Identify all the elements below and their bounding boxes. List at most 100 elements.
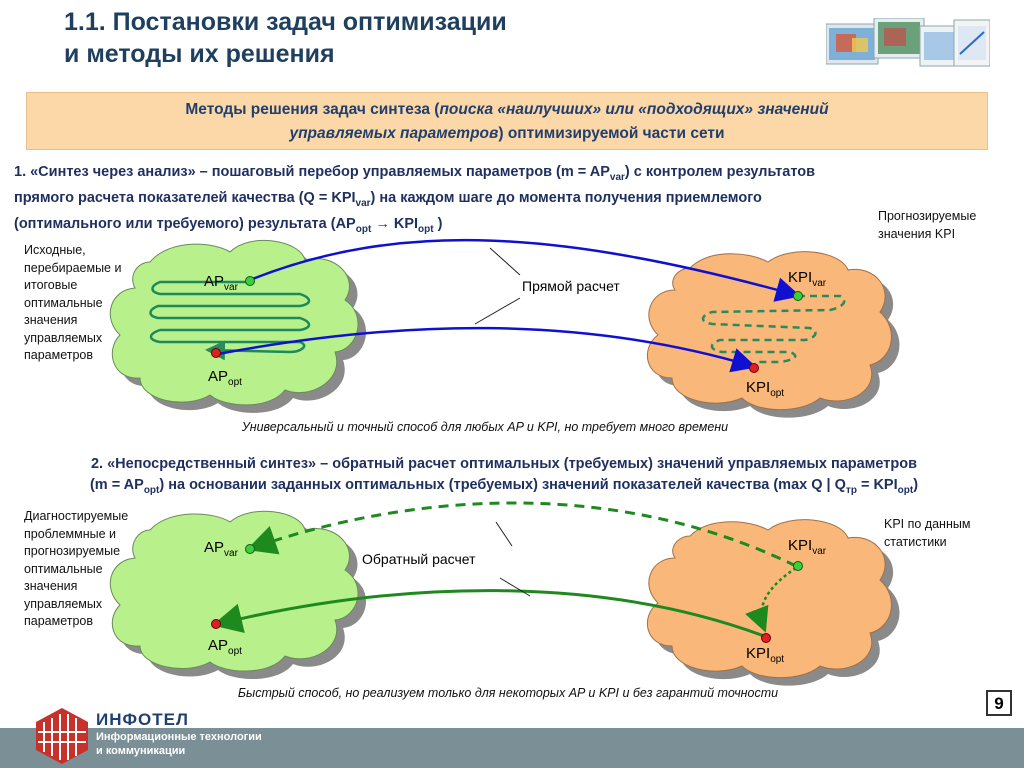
d1-left-note-line: оптимальные: [24, 295, 103, 310]
kpi-var-point: [793, 291, 803, 301]
diagram-1-caption: Универсальный и точный способ для любых …: [241, 420, 729, 434]
d1-right-note-line: Прогнозируемые: [878, 209, 977, 223]
title-line-2: и методы их решения: [64, 40, 335, 68]
direct-calc-arrow-var: [249, 238, 801, 302]
d2-right-note-line: статистики: [884, 534, 947, 549]
banner-pre: Методы решения задач синтеза (: [185, 101, 440, 118]
section-1-line-2: прямого расчета показателей качества (Q …: [14, 188, 1004, 214]
s1-l2-sub: var: [355, 197, 371, 209]
ap-opt-label: APopt: [208, 368, 242, 388]
banner-line-2: управляемых параметров) оптимизируемой ч…: [27, 122, 987, 146]
d1-left-note-line: перебираемые и: [24, 260, 122, 275]
s1-l3a: (оптимального или требуемого) результата…: [14, 215, 356, 232]
ap-var-label: APvar: [204, 273, 239, 293]
s2-l2-sub2: тр: [845, 484, 857, 496]
d1-left-note-line: параметров: [24, 348, 94, 362]
d1-left-note-line: итоговые: [24, 278, 78, 292]
diagram-1-left-note: Исходные, перебираемые и итоговые оптима…: [24, 242, 121, 365]
banner-italic-1: поиска «наилучших» или «подходящих» знач…: [439, 101, 829, 118]
s1-l3-sub: opt: [355, 223, 372, 235]
reverse-calc-callout: Обратный расчет: [362, 551, 476, 567]
section-2-text: 2. «Непосредственный синтез» – обратный …: [14, 454, 994, 501]
s1-l1b: ) с контролем результатов: [624, 164, 815, 180]
kpi-var-point: [793, 561, 803, 571]
section-2-line-1: 2. «Непосредственный синтез» – обратный …: [90, 456, 918, 472]
reverse-calc-arrow: [212, 589, 765, 638]
s1-l1-sub: var: [609, 171, 625, 183]
d2-left-note-line: управляемых: [24, 596, 103, 611]
s2-l2e: ): [913, 477, 919, 493]
methods-banner: Методы решения задач синтеза (поиска «на…: [26, 92, 988, 150]
d2-right-note-line: KPI по данным: [884, 517, 971, 531]
d2-left-note-line: оптимальные: [24, 561, 103, 576]
s2-l2c: Q: [834, 477, 846, 493]
section-1-text: 1. «Синтез через анализ» – пошаговый пер…: [14, 162, 1004, 240]
section-1-line-3: (оптимального или требуемого) результата…: [14, 214, 1004, 240]
company-tagline-2: и коммуникации: [96, 745, 186, 757]
ap-opt-point: [211, 348, 221, 358]
d1-left-note-line: значения: [24, 313, 78, 327]
company-tagline-1: Информационные технологии: [96, 731, 262, 743]
ap-opt-label: APopt: [208, 637, 242, 657]
s1-l3-sub2: opt: [418, 223, 434, 235]
kpi-opt-point: [761, 633, 771, 643]
d2-left-note-line: значения: [24, 579, 78, 593]
diagram-1-right-note: Прогнозируемые значения KPI: [878, 208, 976, 243]
callout-line: [474, 297, 521, 325]
kpi-opt-label: KPIopt: [746, 379, 784, 399]
green-cloud: [109, 510, 367, 680]
d2-left-note-line: Диагностируемые: [24, 509, 129, 523]
diagram-2-caption: Быстрый способ, но реализуем только для …: [237, 686, 779, 700]
ap-var-point: [245, 544, 255, 554]
direct-calc-arrow-opt: [217, 326, 757, 373]
s2-l2a: (m = AP: [89, 477, 144, 493]
s2-l2-sub: opt: [143, 484, 160, 496]
s1-l3c: ): [437, 215, 443, 232]
company-name: ИНФОТЕЛ: [96, 710, 189, 729]
d1-left-note-line: Исходные,: [24, 243, 86, 257]
d2-left-note-line: прогнозируемые: [24, 544, 121, 558]
orange-cloud: [647, 519, 900, 686]
diagram-1-synthesis-via-analysis: APvar APopt KPIvar KPIopt Прямой расчет: [109, 238, 900, 418]
title-line-1: 1.1. Постановки задач оптимизации: [64, 8, 507, 36]
d2-left-note-line: проблеммные и: [24, 526, 116, 541]
s1-l3b: KPI: [393, 215, 419, 232]
s1-l2b: ) на каждом шаге до момента получения пр…: [370, 189, 762, 206]
forecast-path-dashed: [701, 294, 846, 364]
d1-left-note-line: управляемых: [24, 330, 103, 345]
kpi-dotted-arrow: [745, 566, 797, 633]
slide-title: 1.1. Постановки задач оптимизации и мето…: [64, 6, 507, 70]
s2-l2b: ) на основании заданных оптимальных (тре…: [159, 477, 823, 493]
right-arrow-icon: →: [375, 215, 390, 232]
s2-l2d: = KPI: [856, 477, 898, 493]
banner-line-1: Методы решения задач синтеза (поиска «на…: [27, 98, 987, 122]
kpi-opt-point: [749, 363, 759, 373]
s1-l1a: 1. «Синтез через анализ» – пошаговый пер…: [14, 164, 610, 180]
d1-right-note-line: значения KPI: [878, 226, 956, 241]
screenshots-collage-image: [826, 18, 990, 67]
footer-bar: [0, 728, 1024, 768]
section-1-line-1: 1. «Синтез через анализ» – пошаговый пер…: [14, 162, 1004, 188]
search-path-line: [149, 280, 311, 361]
ap-var-label: APvar: [204, 539, 239, 559]
s2-l2-sub3: opt: [897, 484, 914, 496]
ap-opt-point: [211, 619, 221, 629]
callout-line: [499, 577, 531, 597]
s2-sep: |: [826, 477, 831, 493]
page-number: 9: [986, 690, 1012, 716]
diagram-2-left-note: Диагностируемые проблеммные и прогнозиру…: [24, 508, 128, 631]
banner-italic-2: управляемых параметров: [289, 125, 499, 142]
kpi-var-label: KPIvar: [788, 269, 827, 289]
callout-line: [489, 247, 521, 276]
kpi-opt-label: KPIopt: [746, 645, 784, 665]
kpi-var-label: KPIvar: [788, 537, 827, 557]
ap-var-point: [245, 276, 255, 286]
reverse-calc-dashed-arrow: [246, 501, 797, 568]
diagram-2-right-note: KPI по данным статистики: [884, 516, 970, 551]
direct-calc-callout: Прямой расчет: [522, 278, 620, 294]
callout-line: [495, 521, 513, 547]
infotel-logo-icon: [36, 708, 88, 764]
s1-l2a: прямого расчета показателей качества (Q …: [14, 189, 356, 206]
orange-cloud: [647, 251, 900, 418]
diagram-2-direct-synthesis: APvar APopt KPIvar KPIopt Обратный расче…: [109, 501, 900, 686]
